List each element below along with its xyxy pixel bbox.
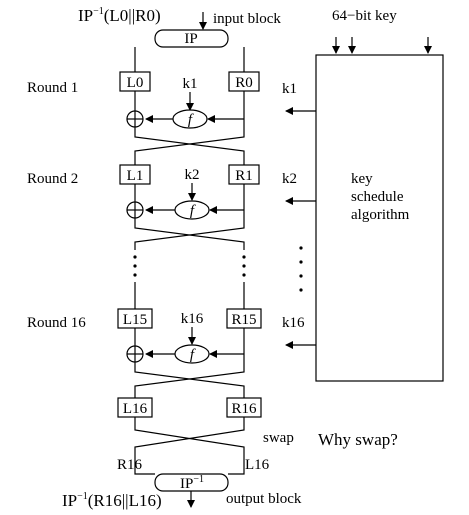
key-schedule-line-1: key [351,171,373,187]
l16-label: L16 [123,401,148,417]
right-label: R1 [235,168,253,184]
ip-box [154,29,229,48]
f-label: f [190,203,196,219]
right-label: R15 [231,312,256,328]
side-key-label: k16 [282,315,305,331]
left-label: L0 [127,75,144,91]
key-schedule-box [315,54,444,382]
round-label: Round 1 [27,80,78,96]
output-formula-label: IP−1(R16||L16) [62,491,162,510]
cross-left-to-right [134,218,245,250]
input-block-label: input block [213,11,281,27]
key-label: 64−bit key [332,8,397,24]
cross-right-to-left [134,210,245,250]
swap-label: swap [263,430,294,446]
round-16: Round 16 L15 R15 k16 k16 f [27,308,316,398]
cross-left-to-right [134,362,245,398]
left-label: L15 [123,312,147,328]
f-label: f [190,347,196,363]
round-1: Round 1 L0 R0 k1 k1 f [27,71,316,165]
swap-cross-2 [134,417,245,458]
round-label: Round 2 [27,171,78,187]
r16-to-ipinv [134,458,155,475]
f-label: f [188,112,194,128]
key-schedule-line-2: schedule [351,189,404,205]
r16-label: R16 [231,401,257,417]
left-label: L1 [127,168,144,184]
round-label: Round 16 [27,315,86,331]
why-swap-label: Why swap? [318,430,398,449]
round-key-label: k16 [181,311,204,327]
r16-bottom-label: R16 [117,457,143,473]
ip-box-label: IP [184,31,197,47]
cross-left-to-right [134,127,245,165]
side-key-label: k2 [282,171,297,187]
l16-bottom-label: L16 [245,457,270,473]
side-key-label: k1 [282,81,297,97]
key-schedule-line-3: algorithm [351,207,410,223]
output-block-label: output block [226,491,302,507]
ip-inverse-box-label: IP−1 [180,474,204,492]
round-key-label: k1 [183,76,198,92]
ellipsis-dots [133,246,303,309]
round-key-label: k2 [185,167,200,183]
final-stage: L16 R16 swap Why swap? R16 L16 IP−1 IP−1… [62,397,398,510]
ip-inverse-label: IP−1(L0||R0) [78,6,161,25]
round-2: Round 2 L1 R1 k2 k2 f [27,164,316,250]
cross-right-to-left [134,354,245,398]
l16-to-ipinv [228,458,245,475]
swap-cross-1 [134,417,245,458]
cross-right-to-left [134,119,245,165]
right-label: R0 [235,75,253,91]
